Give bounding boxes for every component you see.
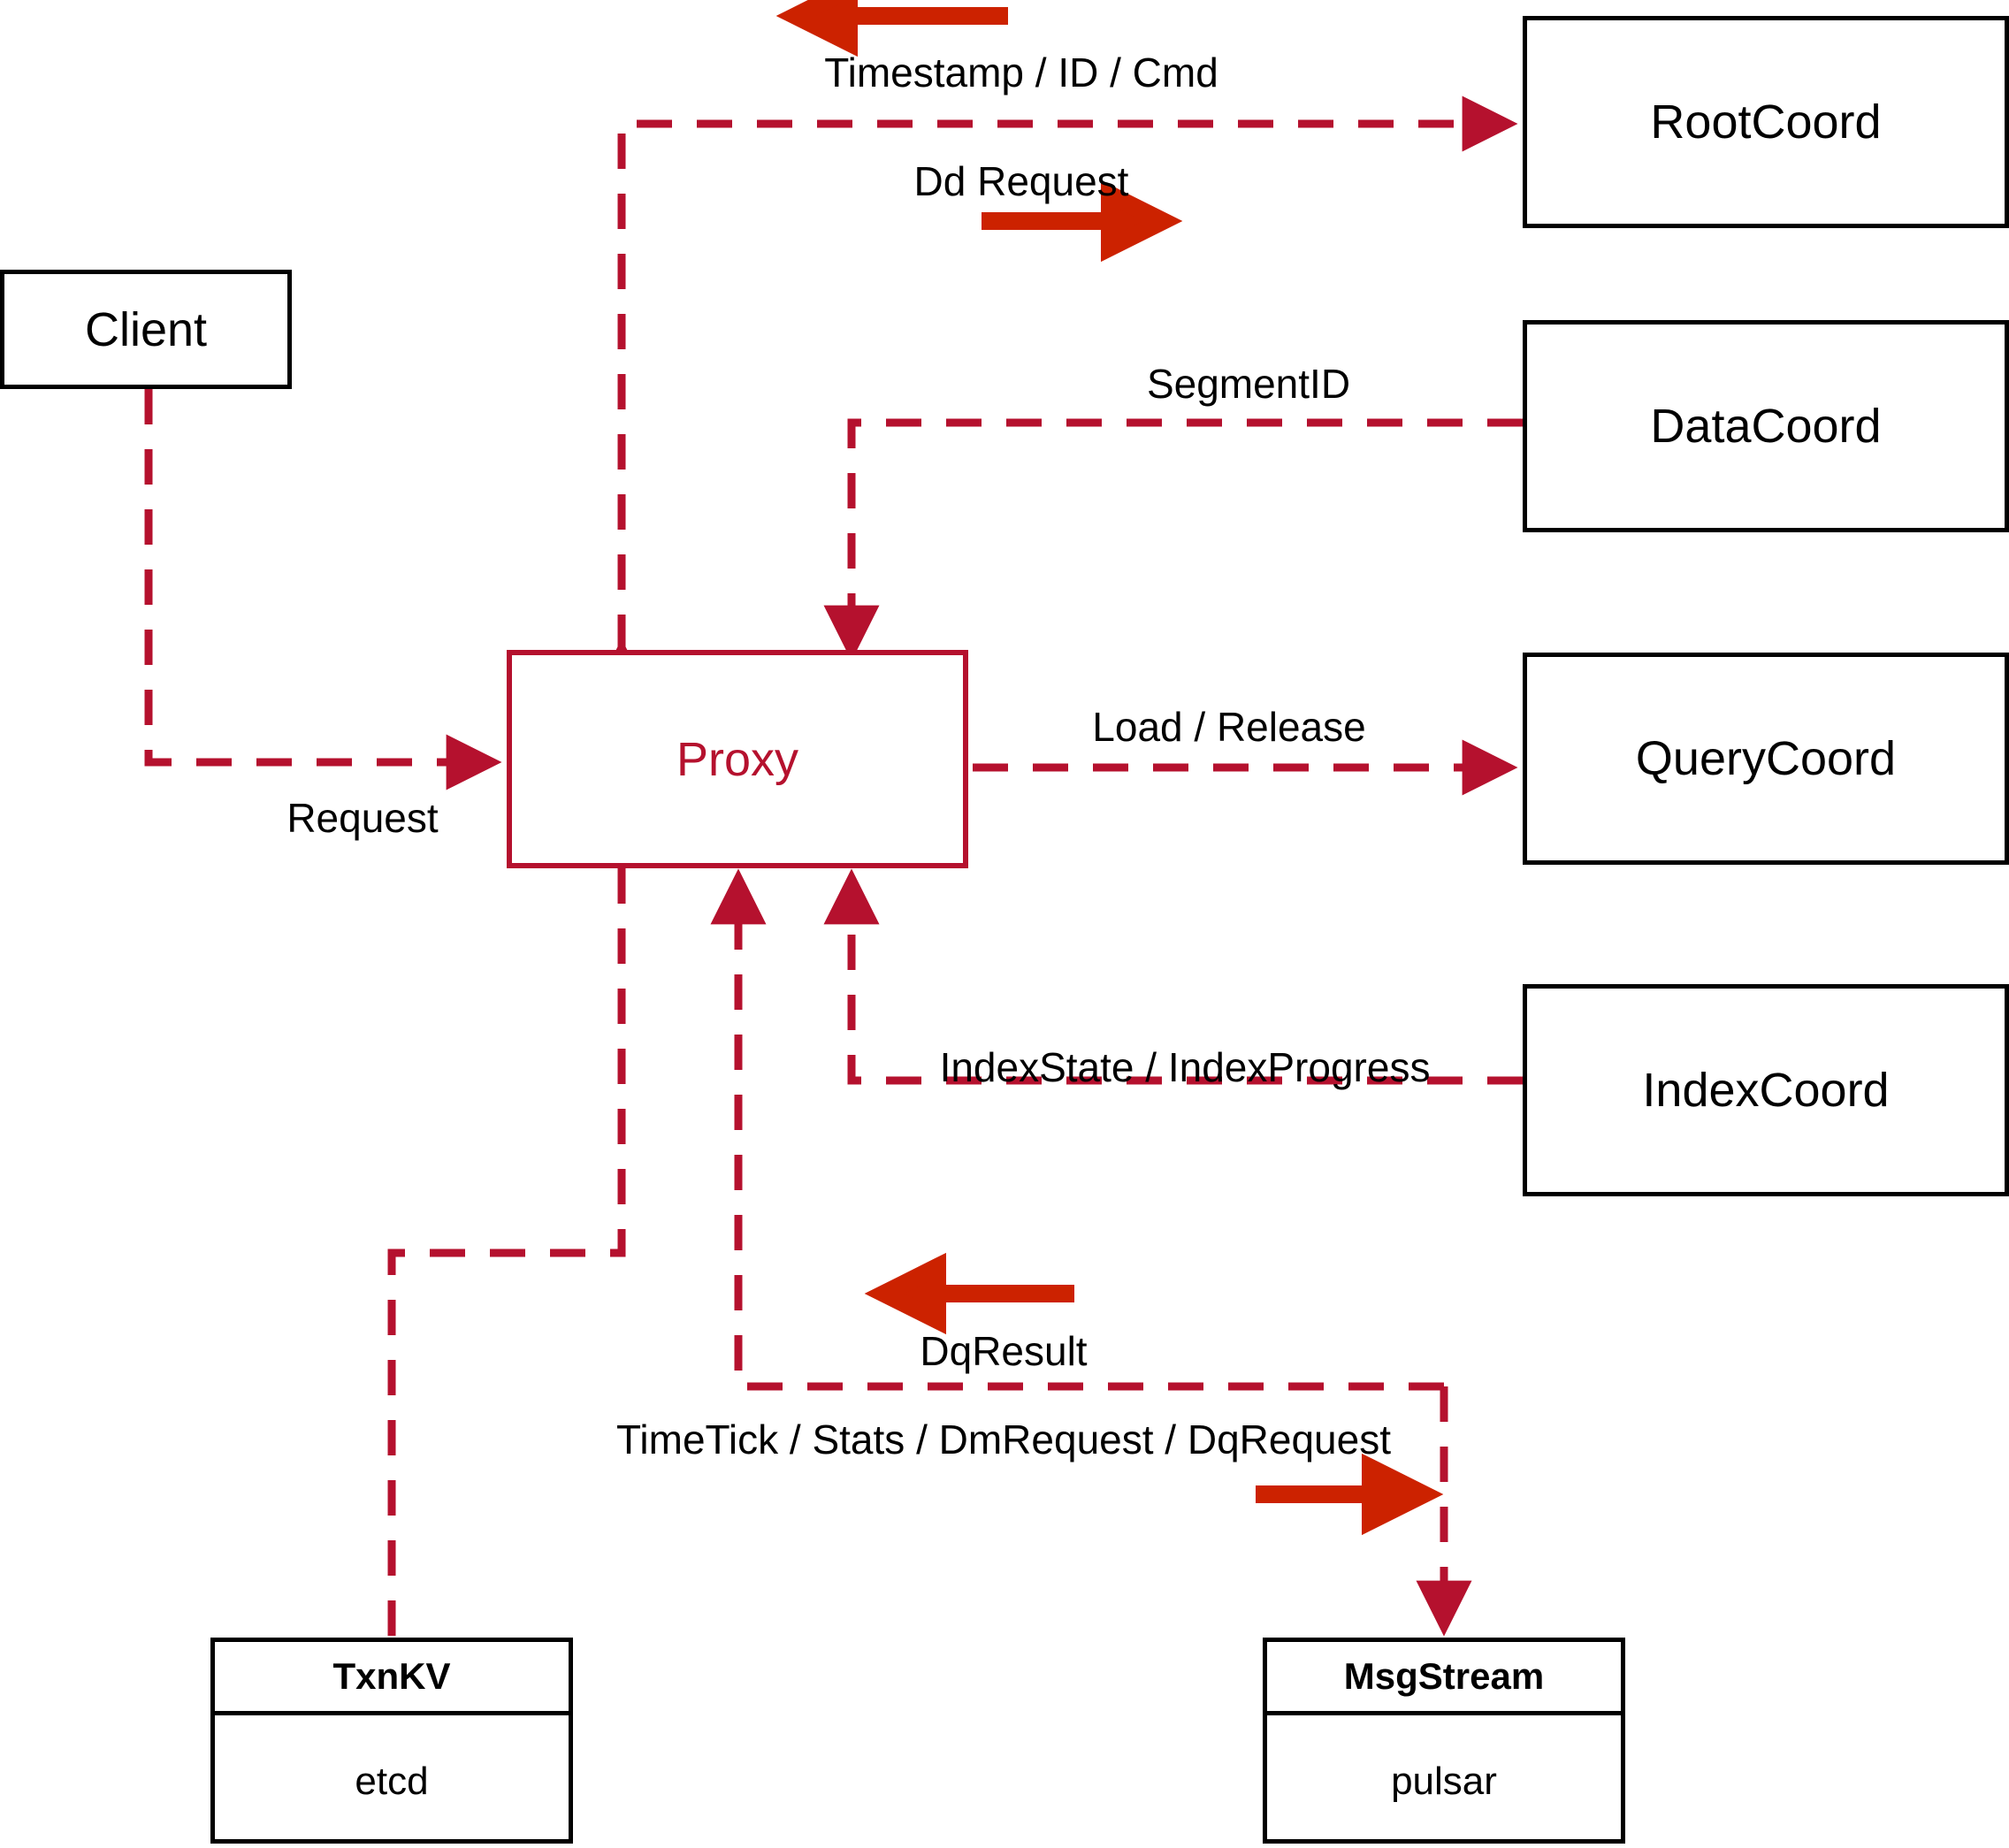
edge-indexcoord-to-proxy bbox=[823, 868, 1523, 1085]
edge-label-request: Request bbox=[286, 795, 439, 841]
node-txnkv-header: TxnKV bbox=[215, 1642, 569, 1715]
edge-datacoord-to-proxy bbox=[823, 418, 1523, 661]
node-indexcoord-label: IndexCoord bbox=[1642, 1064, 1890, 1117]
dir-arrow-ddrequest-head bbox=[1101, 179, 1183, 263]
node-txnkv[interactable]: TxnKV etcd bbox=[210, 1638, 573, 1844]
node-msgstream-header-label: MsgStream bbox=[1343, 1655, 1545, 1697]
dir-arrow-timetick-head bbox=[1362, 1453, 1444, 1536]
node-indexcoord[interactable]: IndexCoord bbox=[1523, 984, 2009, 1196]
edge-label-timestamp-id-cmd: Timestamp / ID / Cmd bbox=[824, 50, 1218, 95]
node-datacoord[interactable]: DataCoord bbox=[1523, 320, 2009, 532]
node-txnkv-body-label: etcd bbox=[355, 1760, 429, 1803]
node-querycoord[interactable]: QueryCoord bbox=[1523, 653, 2009, 865]
node-msgstream[interactable]: MsgStream pulsar bbox=[1263, 1638, 1625, 1844]
node-proxy-label: Proxy bbox=[676, 732, 799, 786]
dir-arrow-dqresult-head bbox=[864, 1252, 946, 1335]
edge-proxy-to-txnkv bbox=[387, 868, 626, 1638]
edge-label-dd-request: Dd Request bbox=[913, 158, 1129, 204]
node-txnkv-header-label: TxnKV bbox=[332, 1655, 451, 1697]
node-querycoord-label: QueryCoord bbox=[1635, 732, 1897, 785]
node-txnkv-body: etcd bbox=[215, 1715, 569, 1848]
node-rootcoord-label: RootCoord bbox=[1650, 95, 1882, 149]
node-msgstream-body: pulsar bbox=[1267, 1715, 1621, 1848]
node-datacoord-label: DataCoord bbox=[1650, 400, 1882, 453]
node-rootcoord[interactable]: RootCoord bbox=[1523, 16, 2009, 228]
edge-label-segment-id: SegmentID bbox=[1146, 361, 1351, 407]
node-proxy[interactable]: Proxy bbox=[507, 650, 968, 868]
node-client-label: Client bbox=[84, 302, 208, 356]
node-client[interactable]: Client bbox=[0, 270, 292, 389]
dir-arrow-timestamp-head bbox=[775, 0, 858, 57]
edge-label-dq-result: DqResult bbox=[920, 1328, 1088, 1374]
node-msgstream-body-label: pulsar bbox=[1391, 1760, 1497, 1803]
edge-label-index-state-progress: IndexState / IndexProgress bbox=[939, 1044, 1431, 1090]
node-msgstream-header: MsgStream bbox=[1267, 1642, 1621, 1715]
edge-msgstream-to-proxy bbox=[710, 868, 1444, 1391]
edge-client-to-proxy bbox=[144, 389, 502, 790]
edge-proxy-rootcoord-out bbox=[593, 95, 1518, 695]
edge-label-load-release: Load / Release bbox=[1092, 704, 1366, 750]
edge-label-timetick-stats: TimeTick / Stats / DmRequest / DqRequest bbox=[616, 1417, 1391, 1462]
